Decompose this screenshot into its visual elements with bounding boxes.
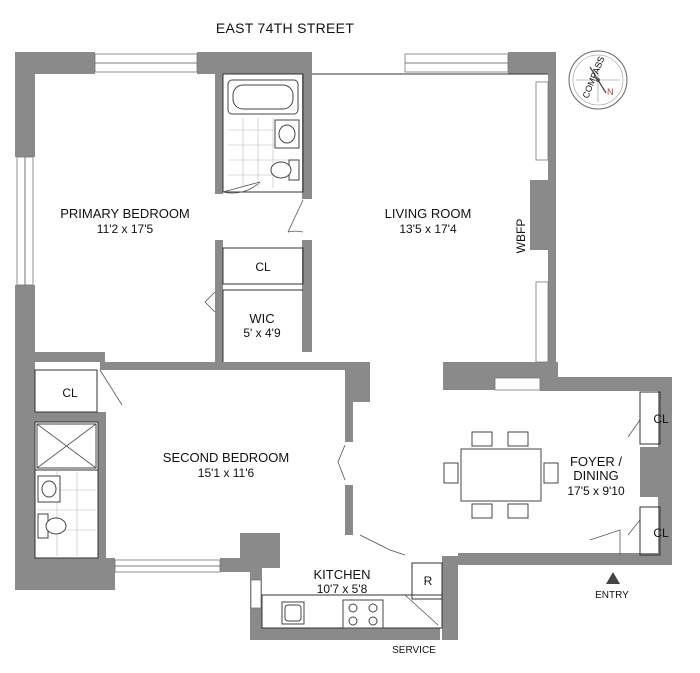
closet-label-foyer-bottom: CL xyxy=(653,526,669,540)
street-label: EAST 74TH STREET xyxy=(216,20,355,36)
closet-label-primary: CL xyxy=(255,260,271,274)
kitchen-name: KITCHEN xyxy=(313,567,370,582)
wbfp-label: WBFP xyxy=(514,219,528,254)
kitchen-dims: 10'7 x 5'8 xyxy=(317,582,368,596)
dining-table-icon xyxy=(443,431,559,519)
entry-arrow-icon xyxy=(606,572,620,584)
wic-dims: 5' x 4'9 xyxy=(243,326,281,340)
second-bedroom-name: SECOND BEDROOM xyxy=(163,450,289,465)
closet-label-second: CL xyxy=(62,386,78,400)
compass-north-label: N xyxy=(607,87,614,97)
primary-bedroom-name: PRIMARY BEDROOM xyxy=(60,206,190,221)
interior-lines xyxy=(34,73,661,629)
kitchen-fixtures xyxy=(281,599,384,629)
primary-bath-fixtures xyxy=(227,79,300,188)
refrigerator-label: R xyxy=(424,574,433,588)
wic-name: WIC xyxy=(249,311,274,326)
windows xyxy=(16,53,549,609)
foyer-name-line1: FOYER / xyxy=(570,454,622,469)
compass-icon: COMPASS N xyxy=(568,50,628,110)
second-bath-fixtures xyxy=(36,423,97,556)
living-room-name: LIVING ROOM xyxy=(385,206,472,221)
service-label: SERVICE xyxy=(392,645,436,656)
foyer-name-line2: DINING xyxy=(573,468,619,483)
foyer-dims: 17'5 x 9'10 xyxy=(567,484,625,498)
walls xyxy=(15,52,672,640)
primary-bedroom-dims: 11'2 x 17'5 xyxy=(97,222,154,236)
stove-icon xyxy=(342,599,384,629)
living-room-dims: 13'5 x 17'4 xyxy=(399,222,457,236)
closet-label-foyer-top: CL xyxy=(653,412,669,426)
entry-label: ENTRY xyxy=(595,590,629,601)
compass-label: COMPASS xyxy=(581,55,607,100)
second-bedroom-dims: 15'1 x 11'6 xyxy=(198,466,255,480)
